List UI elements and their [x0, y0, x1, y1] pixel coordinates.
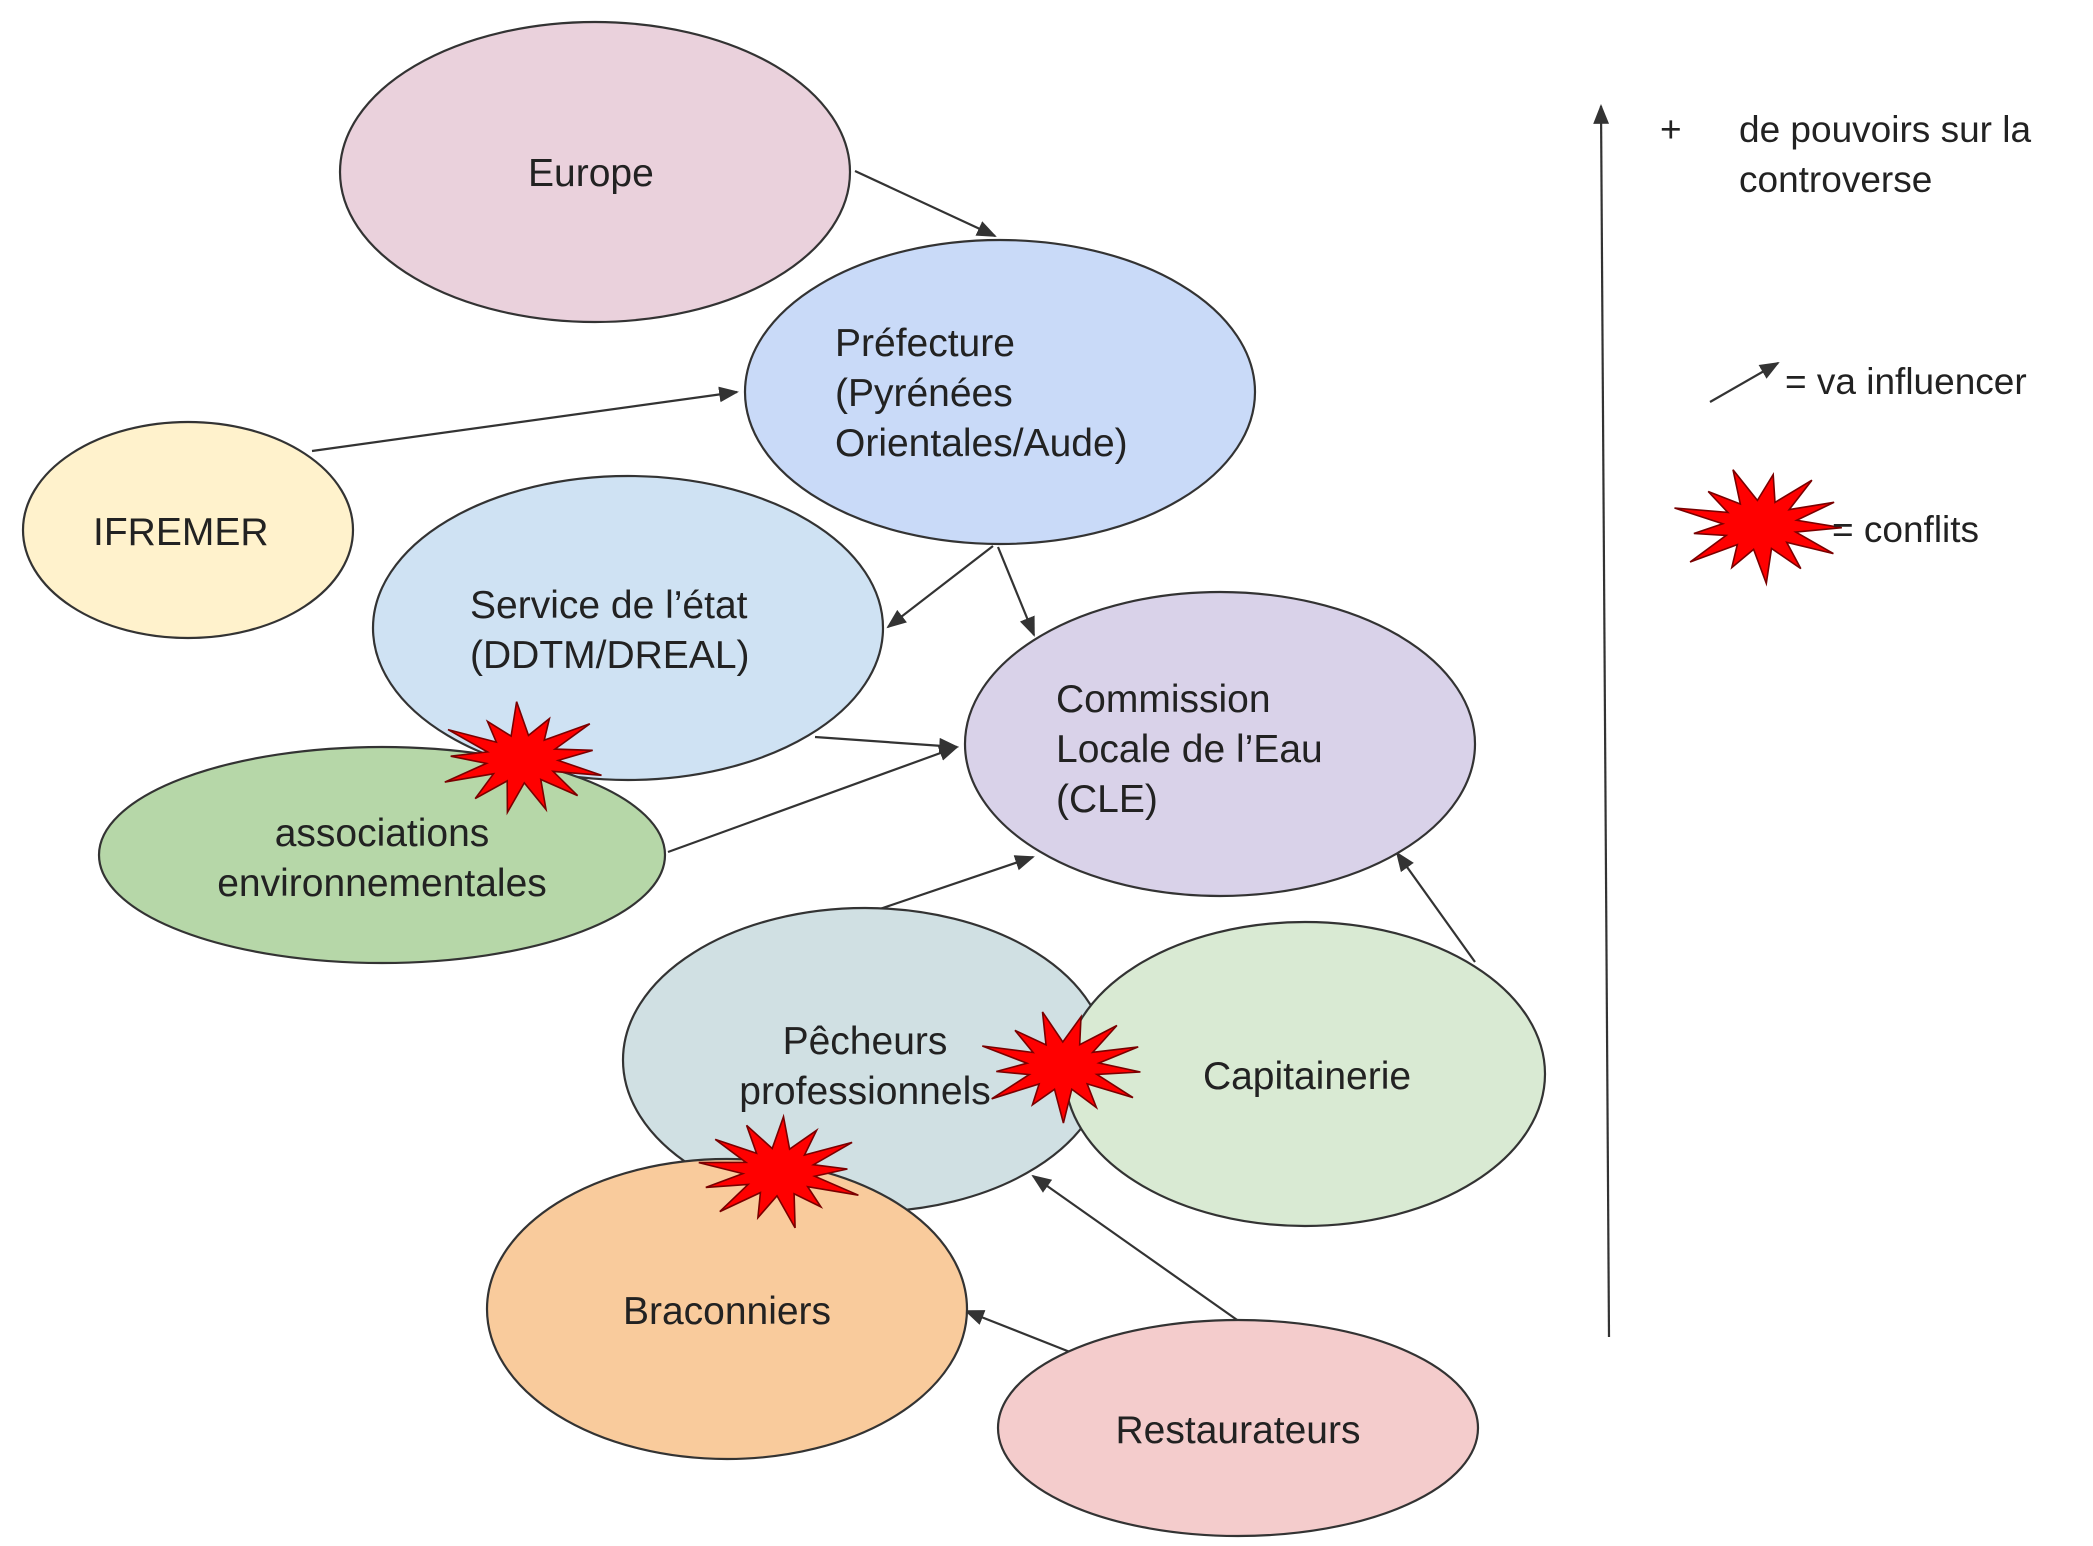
node-restaurateurs-shape: [996, 1318, 1480, 1538]
node-service-shape: [371, 474, 885, 782]
node-prefecture-label-line-2: (Pyrénées: [835, 372, 1013, 415]
node-prefecture-shape: [743, 238, 1257, 546]
influence-arrow-service-to-cle: [814, 735, 959, 754]
node-cle-label-line-2: Locale de l’Eau: [1056, 728, 1323, 771]
node-service: Service de l’état (DDTM/DREAL): [371, 474, 885, 782]
power-axis-arrow: [1593, 104, 1611, 1338]
node-restaurateurs-label-line-1: Restaurateurs: [1116, 1409, 1361, 1452]
node-associations-shape: [97, 745, 667, 965]
node-ifremer-shape: [21, 420, 355, 640]
influence-arrow-pecheurs-to-cle: [867, 855, 1035, 915]
influence-legend-arrow: [1709, 362, 1780, 403]
power-axis-label-line-2: controverse: [1739, 159, 1932, 200]
influence-arrow-prefecture-to-cle: [996, 546, 1036, 637]
influence-arrow-restaurateurs-to-pecheurs: [1031, 1174, 1241, 1323]
node-service-label-line-1: Service de l’état: [470, 584, 748, 627]
node-pecheurs: Pêcheurs professionnels: [621, 906, 1109, 1214]
node-pecheurs-label-line-1: Pêcheurs: [783, 1020, 948, 1063]
node-service-label-line-2: (DDTM/DREAL): [470, 634, 750, 677]
influence-arrow-europe-to-prefecture: [854, 170, 997, 237]
power-axis-label-line-1: de pouvoirs sur la: [1739, 109, 2031, 150]
node-ifremer: IFREMER: [21, 420, 355, 640]
node-pecheurs-label-line-2: professionnels: [739, 1070, 990, 1113]
node-capitainerie-label-line-1: Capitainerie: [1203, 1055, 1411, 1098]
node-associations-label-line-2: environnementales: [217, 862, 547, 905]
legend: + de pouvoirs sur la controverse = va in…: [1593, 104, 2031, 1338]
node-braconniers: Braconniers: [485, 1157, 969, 1461]
node-cle-shape: [963, 590, 1477, 898]
conflict-markers: [444, 701, 1141, 1229]
conflict-burst-service-associations: [444, 701, 602, 816]
influence-arrow-prefecture-to-service: [886, 545, 994, 629]
node-associations-label-line-1: associations: [275, 812, 490, 855]
node-ifremer-label-line-1: IFREMER: [93, 511, 269, 554]
conflict-legend-icon: [1674, 469, 1842, 587]
influence-arrow-capitainerie-to-cle: [1395, 851, 1476, 963]
node-europe-label-line-1: Europe: [528, 152, 654, 195]
influence-legend-label: = va influencer: [1785, 361, 2027, 402]
node-braconniers-shape: [485, 1157, 969, 1461]
node-braconniers-label-line-1: Braconniers: [623, 1290, 831, 1333]
node-prefecture-label-line-3: Orientales/Aude): [835, 422, 1128, 465]
node-cle-label-line-3: (CLE): [1056, 778, 1158, 821]
influence-arrow-ifremer-to-prefecture: [311, 386, 739, 453]
node-restaurateurs: Restaurateurs: [996, 1318, 1480, 1538]
conflict-legend-burst-shape: [1674, 469, 1842, 587]
node-capitainerie: Capitainerie: [1063, 920, 1547, 1228]
influence-arrow-restaurateurs-to-braconniers: [964, 1309, 1071, 1354]
influence-arrow-associations-to-cle: [667, 745, 959, 854]
node-prefecture-label-line-1: Préfecture: [835, 322, 1015, 365]
node-europe-shape: [338, 20, 852, 324]
node-europe: Europe: [338, 20, 852, 324]
conflict-legend-label: = conflits: [1832, 509, 1979, 550]
conflict-burst-pecheurs-capitainerie: [982, 1011, 1141, 1124]
influence-arrows: [311, 170, 1476, 1354]
conflict-burst-pecheurs-braconniers: [698, 1113, 859, 1229]
power-axis-plus: +: [1660, 109, 1682, 150]
node-associations: associations environnementales: [97, 745, 667, 965]
node-cle-label-line-1: Commission: [1056, 678, 1271, 721]
